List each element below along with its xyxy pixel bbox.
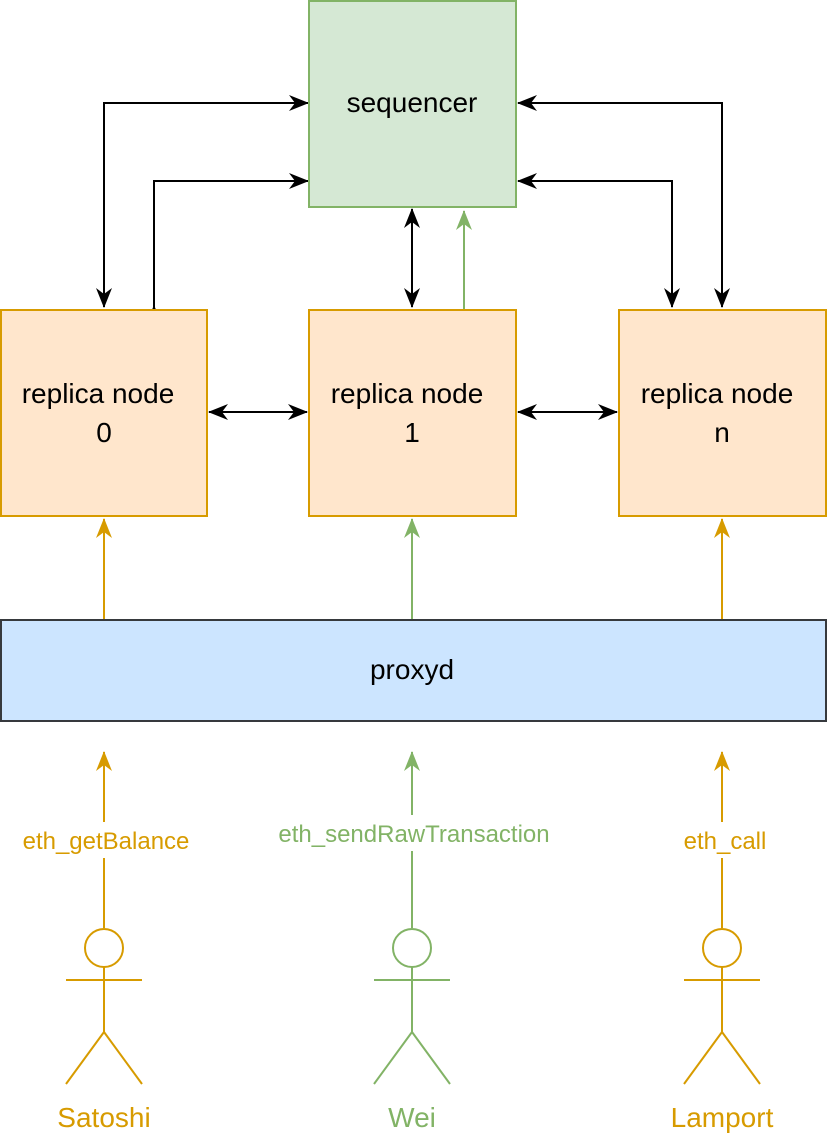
actor-wei[interactable] bbox=[373, 928, 451, 1085]
actor-satoshi[interactable] bbox=[65, 928, 143, 1085]
replica-node-1-label: replica node bbox=[331, 378, 484, 409]
edge-sequencer-replica-0-outer bbox=[96, 95, 309, 308]
call-label-call: eth_call bbox=[684, 828, 767, 855]
replica-node-n[interactable]: replica node n bbox=[618, 309, 827, 517]
actor-wei-left-leg bbox=[373, 1031, 413, 1085]
sequencer-node[interactable]: sequencer bbox=[308, 0, 517, 208]
edge-sequencer-replica-n-outer bbox=[517, 95, 730, 308]
actor-lamport-head-icon bbox=[702, 928, 742, 968]
actor-satoshi-head-icon bbox=[84, 928, 124, 968]
actor-name-lamport: Lamport bbox=[671, 1102, 774, 1133]
replica-node-n-index: n bbox=[714, 417, 730, 448]
call-label-get-balance: eth_getBalance bbox=[23, 828, 190, 855]
actor-satoshi-right-leg bbox=[103, 1031, 143, 1085]
actor-wei-head-icon bbox=[392, 928, 432, 968]
replica-node-n-label: replica node bbox=[641, 378, 794, 409]
proxyd-box bbox=[0, 619, 827, 722]
sequencer-connectors bbox=[96, 95, 730, 420]
actor-lamport-right-leg bbox=[721, 1031, 761, 1085]
replica-node-1-index: 1 bbox=[404, 417, 420, 448]
replica-node-1[interactable]: replica node 1 bbox=[308, 309, 517, 517]
replica-node-n-box bbox=[618, 309, 827, 517]
proxyd-node[interactable]: proxyd bbox=[0, 619, 827, 722]
edge-sequencer-replica-n-inner bbox=[517, 173, 680, 308]
sequencer-box bbox=[308, 0, 517, 208]
label-bg-call bbox=[674, 822, 776, 858]
replica-node-0[interactable]: replica node 0 bbox=[0, 309, 208, 517]
actor-name-satoshi: Satoshi bbox=[57, 1102, 150, 1133]
edge-replica-0-to-sequencer bbox=[154, 181, 308, 307]
call-label-send-raw-transaction: eth_sendRawTransaction bbox=[278, 821, 549, 848]
actor-name-wei: Wei bbox=[388, 1102, 436, 1133]
sequencer-label: sequencer bbox=[347, 87, 478, 118]
actor-lamport[interactable] bbox=[683, 928, 761, 1085]
replica-node-1-box bbox=[308, 309, 517, 517]
label-bg-get-balance bbox=[6, 822, 204, 858]
actor-satoshi-left-leg bbox=[65, 1031, 105, 1085]
label-bg-send-raw bbox=[252, 815, 576, 851]
replica-node-0-box bbox=[0, 309, 208, 517]
proxyd-label: proxyd bbox=[370, 654, 454, 685]
actor-wei-right-leg bbox=[411, 1031, 451, 1085]
replica-node-0-index: 0 bbox=[96, 417, 112, 448]
actor-lamport-left-leg bbox=[683, 1031, 723, 1085]
replica-node-0-label: replica node bbox=[22, 378, 175, 409]
